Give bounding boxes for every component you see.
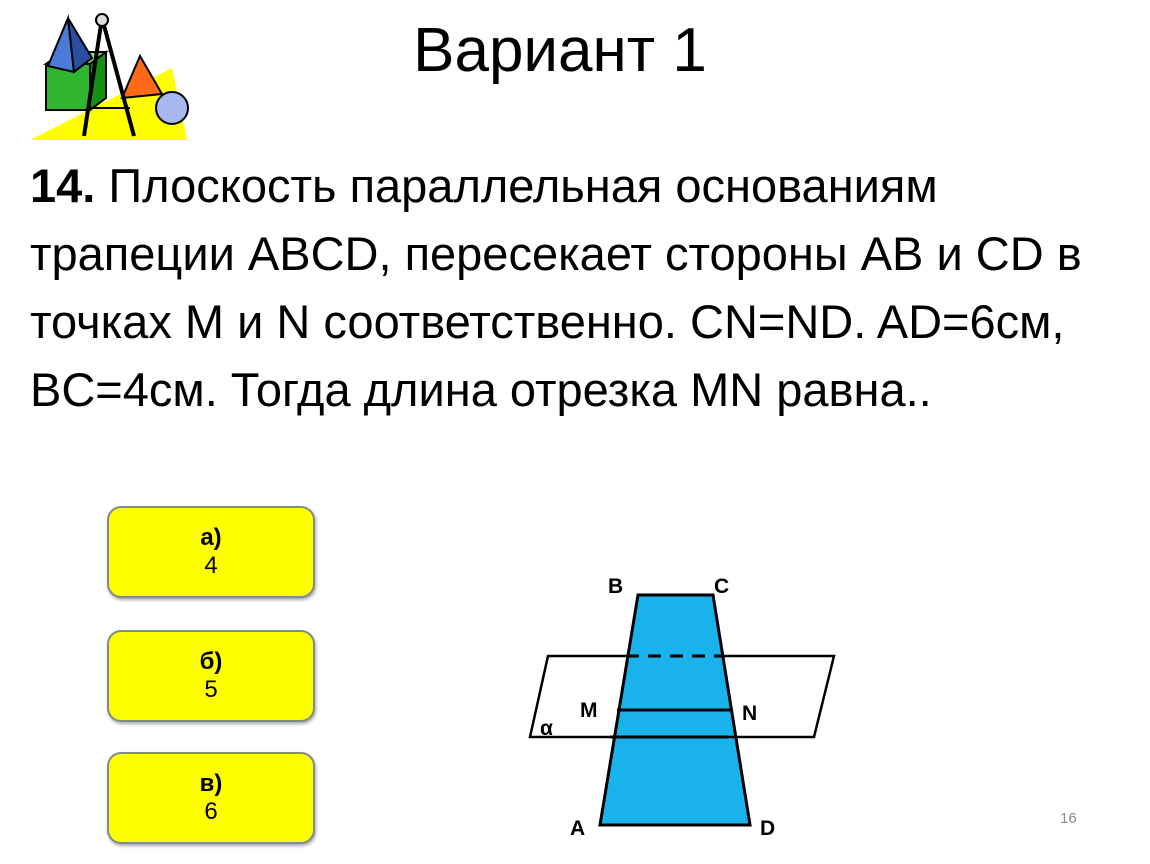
label-alpha: α <box>540 717 553 740</box>
answer-value: 4 <box>204 552 218 579</box>
page-number: 16 <box>1060 810 1077 827</box>
slide-title: Вариант 1 <box>413 16 707 85</box>
answer-button-b[interactable]: б) 5 <box>107 630 315 722</box>
question-number: 14. <box>30 159 96 212</box>
label-a: A <box>570 817 585 840</box>
answer-letter: а) <box>200 524 222 551</box>
answer-button-c[interactable]: в) 6 <box>107 752 315 844</box>
trapezoid-diagram: B C M N α A D <box>528 575 836 840</box>
label-c: C <box>714 575 729 598</box>
label-b: B <box>608 575 623 598</box>
question-body: Плоскость параллельная основаниям трапец… <box>30 159 1082 416</box>
answer-value: 6 <box>204 798 218 825</box>
question-text: 14. Плоскость параллельная основаниям тр… <box>30 152 1140 424</box>
answer-value: 5 <box>204 676 218 703</box>
label-d: D <box>760 817 775 840</box>
geometry-tools-icon <box>30 13 189 140</box>
plane-alpha-outline <box>528 654 626 739</box>
answer-letter: в) <box>199 770 223 797</box>
label-m: M <box>580 699 598 722</box>
answer-button-a[interactable]: а) 4 <box>107 506 315 598</box>
plane-alpha-outline-right <box>723 654 836 739</box>
label-n: N <box>742 702 757 725</box>
answer-letter: б) <box>199 648 223 675</box>
